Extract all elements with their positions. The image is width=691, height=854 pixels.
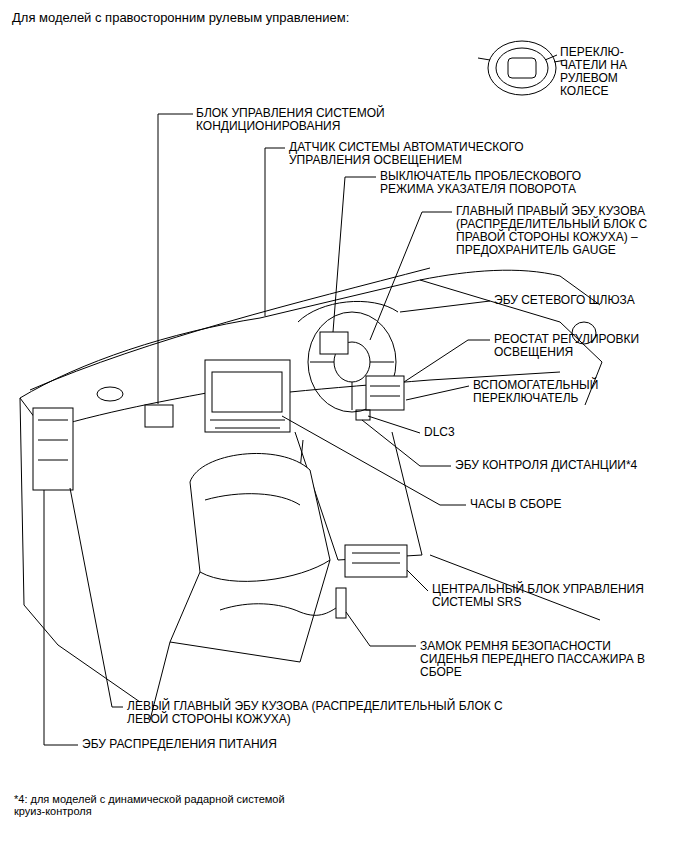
part-label: ЦЕНТРАЛЬНЫЙ БЛОК УПРАВЛЕНИЯ СИСТЕМЫ SRS [432, 583, 677, 609]
part-label: ГЛАВНЫЙ ПРАВЫЙ ЭБУ КУЗОВА (РАСПРЕДЕЛИТЕЛ… [456, 205, 671, 257]
part-label: ЛЕВЫЙ ГЛАВНЫЙ ЭБУ КУЗОВА (РАСПРЕДЕЛИТЕЛЬ… [127, 700, 517, 726]
part-label: DLC3 [424, 426, 504, 439]
footnote: *4: для моделей с динамической радарной … [14, 793, 294, 817]
part-label: ВЫКЛЮЧАТЕЛЬ ПРОБЛЕСКОВОГО РЕЖИМА УКАЗАТЕ… [380, 170, 620, 196]
part-label: ВСПОМОГАТЕЛЬНЫЙ ПЕРЕКЛЮЧАТЕЛЬ [473, 379, 663, 405]
part-label: ЭБУ КОНТРОЛЯ ДИСТАНЦИИ*4 [455, 459, 675, 472]
part-label: ЗАМОК РЕМНЯ БЕЗОПАСНОСТИ СИДЕНЬЯ ПЕРЕДНЕ… [420, 640, 660, 679]
part-label: БЛОК УПРАВЛЕНИЯ СИСТЕМОЙ КОНДИЦИОНИРОВАН… [196, 107, 396, 133]
part-label: РЕОСТАТ РЕГУЛИРОВКИ ОСВЕЩЕНИЯ [494, 333, 674, 359]
part-label: ЭБУ СЕТЕВОГО ШЛЮЗА [494, 294, 684, 307]
part-label: ЭБУ РАСПРЕДЕЛЕНИЯ ПИТАНИЯ [82, 738, 342, 751]
page-heading: Для моделей с правосторонним рулевым упр… [12, 10, 349, 25]
part-label: ПЕРЕКЛЮ- ЧАТЕЛИ НА РУЛЕВОМ КОЛЕСЕ [560, 46, 640, 98]
part-label: ЧАСЫ В СБОРЕ [470, 498, 620, 511]
part-label: ДАТЧИК СИСТЕМЫ АВТОМАТИЧЕСКОГО УПРАВЛЕНИ… [289, 141, 549, 167]
